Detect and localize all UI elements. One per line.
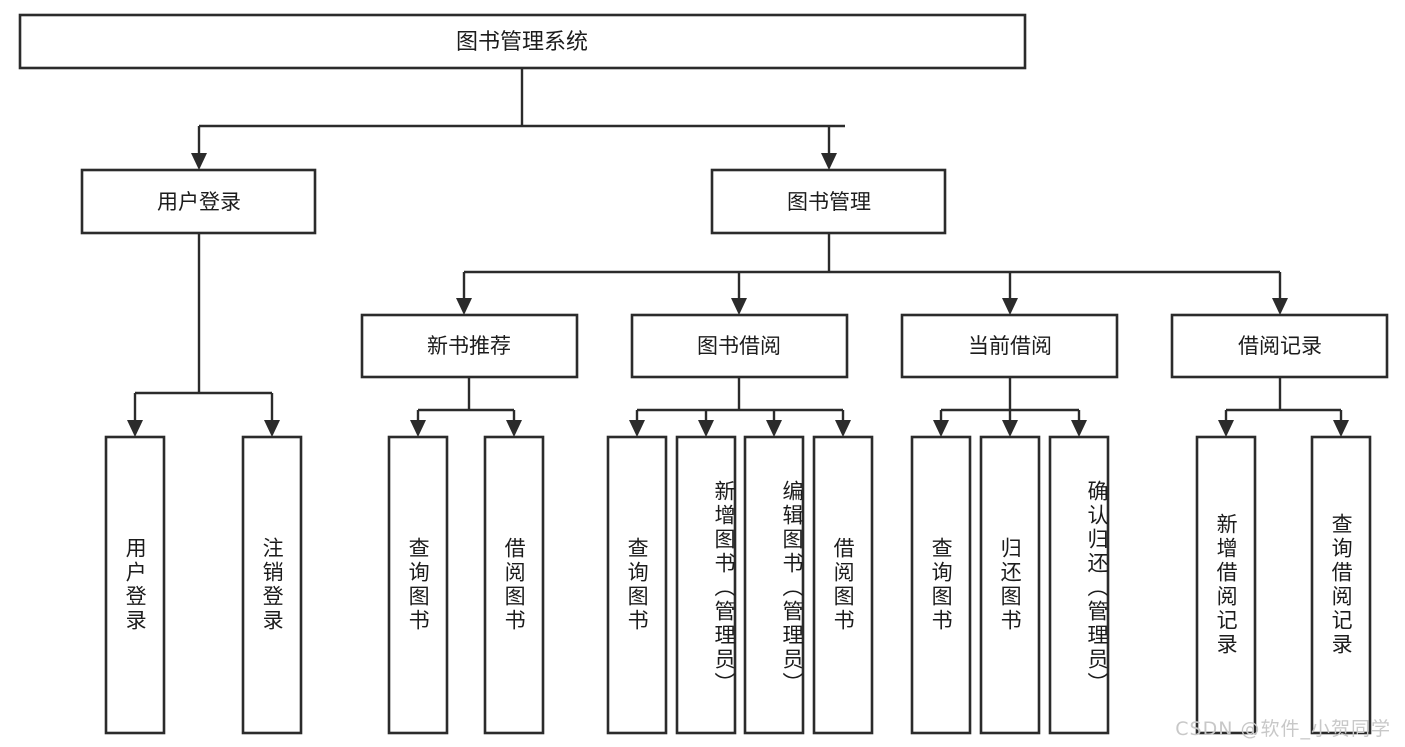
leaf-boxes — [104, 435, 1372, 735]
leaf-box-rec-borrow — [483, 435, 545, 735]
leaf-box-cur-return — [979, 435, 1041, 735]
leaf-box-cur-query — [910, 435, 972, 735]
node-book-borrow[interactable]: 图书借阅 — [630, 313, 849, 379]
leaf-box-user-login — [104, 435, 166, 735]
node-current-borrow-label: 当前借阅 — [968, 334, 1052, 358]
connector-newbookrec-to-leaves — [410, 377, 522, 437]
leaf-box-borrow-add — [675, 435, 737, 735]
node-current-borrow[interactable]: 当前借阅 — [900, 313, 1119, 379]
connector-root-to-level2 — [191, 68, 845, 170]
node-borrow-record[interactable]: 借阅记录 — [1170, 313, 1389, 379]
node-root-label: 图书管理系统 — [456, 30, 588, 55]
connector-bookborrow-to-leaves — [629, 377, 851, 437]
leaf-box-cur-confirm — [1048, 435, 1110, 735]
leaf-box-user-logout — [241, 435, 303, 735]
node-user-login[interactable]: 用户登录 — [80, 168, 317, 235]
leaf-box-borrow-query — [606, 435, 668, 735]
connector-userlogin-to-leaves — [127, 233, 280, 437]
leaf-box-rec-add — [1195, 435, 1257, 735]
leaf-box-rec-search — [1310, 435, 1372, 735]
leaf-box-borrow-do — [812, 435, 874, 735]
node-borrow-record-label: 借阅记录 — [1238, 334, 1322, 358]
node-user-login-label: 用户登录 — [157, 190, 241, 214]
node-book-manage-label: 图书管理 — [787, 190, 871, 214]
node-new-book-rec[interactable]: 新书推荐 — [360, 313, 579, 379]
leaf-box-borrow-edit — [743, 435, 805, 735]
node-book-manage[interactable]: 图书管理 — [710, 168, 947, 235]
node-new-book-rec-label: 新书推荐 — [427, 334, 511, 358]
connector-borrowrecord-to-leaves — [1218, 377, 1349, 437]
connector-bookmanage-to-level3 — [456, 233, 1288, 315]
connector-currentborrow-to-leaves — [933, 377, 1087, 437]
node-book-borrow-label: 图书借阅 — [697, 334, 781, 358]
node-root[interactable]: 图书管理系统 — [18, 13, 1027, 70]
csdn-watermark: CSDN @软件_小贺同学 — [1175, 718, 1391, 740]
leaf-box-rec-query — [387, 435, 449, 735]
